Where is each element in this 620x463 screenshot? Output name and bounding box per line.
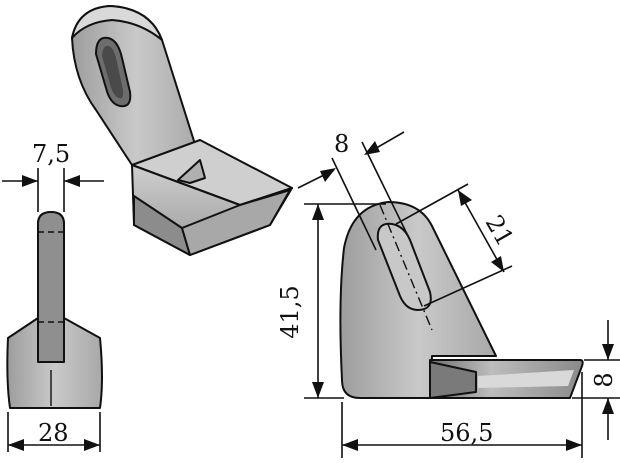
dim-length-arrow-left — [342, 439, 358, 451]
dim-hole-length-line — [457, 189, 505, 273]
dim-thickness-arrow-left — [22, 175, 38, 187]
side-view: 7,5 28 — [2, 140, 104, 452]
dim-hole-length-arrow-top — [458, 190, 472, 206]
dim-height-arrow-bottom — [312, 382, 324, 398]
front-view: 8 21 41,5 8 56,5 — [276, 130, 620, 458]
dim-hole-length-arrow-bottom — [491, 256, 504, 272]
dim-foot-arrow-bottom — [602, 398, 614, 414]
front-slot — [376, 222, 432, 311]
dim-hole-length-label: 21 — [480, 210, 520, 250]
dim-hole-width-ext-right — [361, 141, 409, 237]
front-slot-centerline — [379, 204, 433, 331]
dim-hole-length-ext-bottom — [423, 265, 513, 307]
dim-hole-width-label: 8 — [334, 130, 349, 158]
dim-hole-width-arrow-right — [364, 141, 380, 155]
dim-length-arrow-right — [566, 439, 582, 451]
dim-base-arrow-right — [84, 439, 100, 451]
perspective-view — [71, 5, 293, 256]
dim-foot-arrow-top — [602, 344, 614, 360]
dim-base-arrow-left — [8, 439, 24, 451]
dim-foot-label: 8 — [590, 372, 618, 387]
dim-height-label: 41,5 — [276, 285, 304, 338]
dim-hole-width-arrow-left — [320, 168, 336, 182]
dim-length-label: 56,5 — [440, 419, 493, 447]
front-foot-face — [478, 370, 574, 388]
dim-hole-length-ext-top — [395, 183, 469, 225]
dim-thickness-arrow-right — [64, 175, 80, 187]
perspective-plate-top — [71, 5, 163, 41]
perspective-slot-inner — [102, 45, 124, 99]
perspective-foot-bevel — [181, 189, 291, 256]
side-blade-overlay — [37, 211, 65, 363]
perspective-plate-neck — [177, 159, 206, 184]
dim-height-arrow-top — [312, 204, 324, 220]
dim-thickness-label: 7,5 — [32, 140, 70, 168]
front-foot-bevel — [429, 361, 477, 399]
dim-base-label: 28 — [38, 419, 69, 447]
